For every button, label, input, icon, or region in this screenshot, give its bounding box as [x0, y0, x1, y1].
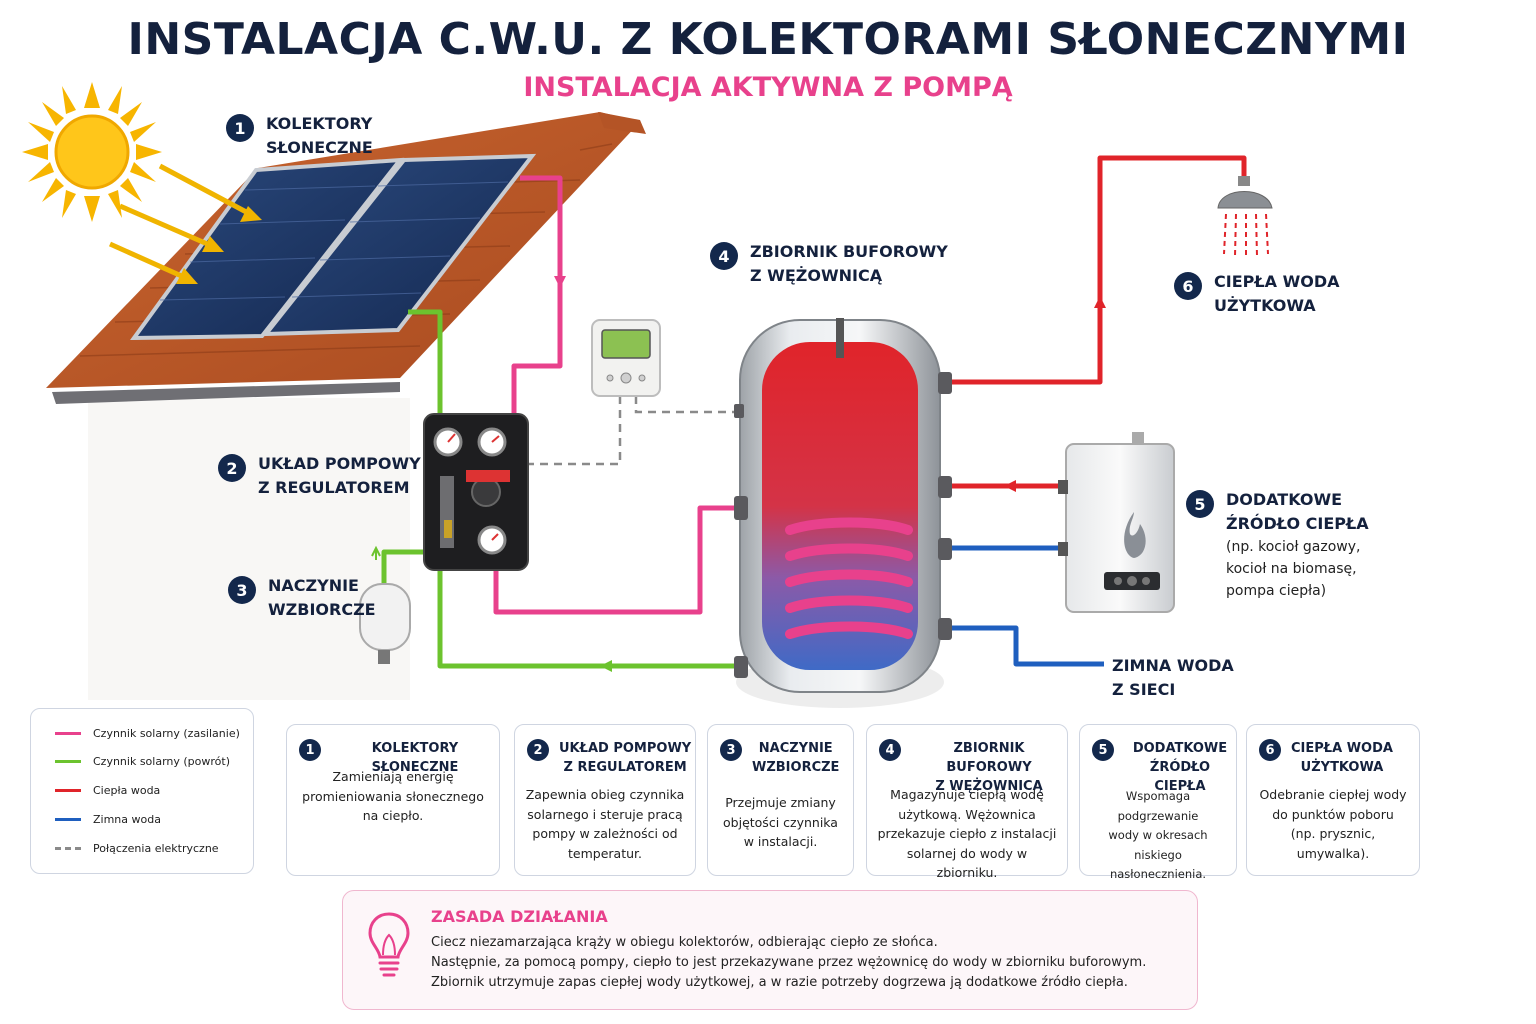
shower-icon: [1217, 176, 1273, 257]
hot-water-pipe: [948, 155, 1247, 489]
principle-line: Zbiornik utrzymuje zapas ciepłej wody uż…: [431, 975, 1128, 990]
heat-coil: [785, 517, 913, 639]
principle-title: ZASADA DZIAŁANIA: [431, 907, 608, 926]
sun-icon: [22, 82, 162, 222]
controller-icon: [591, 319, 661, 397]
principle-line: Ciecz niezamarzająca krąży w obiegu kole…: [431, 935, 938, 950]
legend-item: Czynnik solarny (powrót): [55, 755, 230, 768]
label-number: 5: [1186, 490, 1214, 518]
pressure-gauge-icon: [433, 427, 507, 555]
buffer-tank: [734, 318, 952, 708]
label-number: 3: [228, 576, 256, 604]
sun-ray-arrows: [176, 206, 262, 284]
legend-item: Zimna woda: [55, 813, 161, 826]
label-number: 4: [710, 242, 738, 270]
legend-item: Czynnik solarny (zasilanie): [55, 727, 240, 740]
cold-water-pipe: [948, 545, 1104, 667]
page-subtitle: INSTALACJA AKTYWNA Z POMPĄ: [523, 72, 1013, 103]
expansion-vessel: [359, 545, 411, 664]
pump-station: [423, 413, 529, 571]
legend-item: Ciepła woda: [55, 784, 160, 797]
page-title: INSTALACJA C.W.U. Z KOLEKTORAMI SŁONECZN…: [127, 14, 1409, 65]
solar-return-pipe: [381, 309, 740, 669]
label-number: 1: [226, 114, 254, 142]
label-number: 2: [218, 454, 246, 482]
sun-rays: [108, 163, 252, 281]
house-wall: [88, 398, 410, 700]
flame-icon: [1124, 512, 1146, 558]
operating-principle-box: ZASADA DZIAŁANIA Ciecz niezamarzająca kr…: [342, 890, 1198, 1010]
auxiliary-boiler: [1058, 432, 1175, 613]
legend: Czynnik solarny (zasilanie) Czynnik sola…: [30, 708, 254, 874]
solar-supply-pipe: [493, 175, 740, 615]
label-number: 6: [1174, 272, 1202, 300]
principle-line: Następnie, za pomocą pompy, ciepło to je…: [431, 955, 1147, 970]
solar-panels: [130, 153, 537, 341]
electrical-connection: [526, 396, 736, 466]
legend-item: Połączenia elektryczne: [55, 842, 219, 855]
lightbulb-icon: [368, 912, 410, 977]
